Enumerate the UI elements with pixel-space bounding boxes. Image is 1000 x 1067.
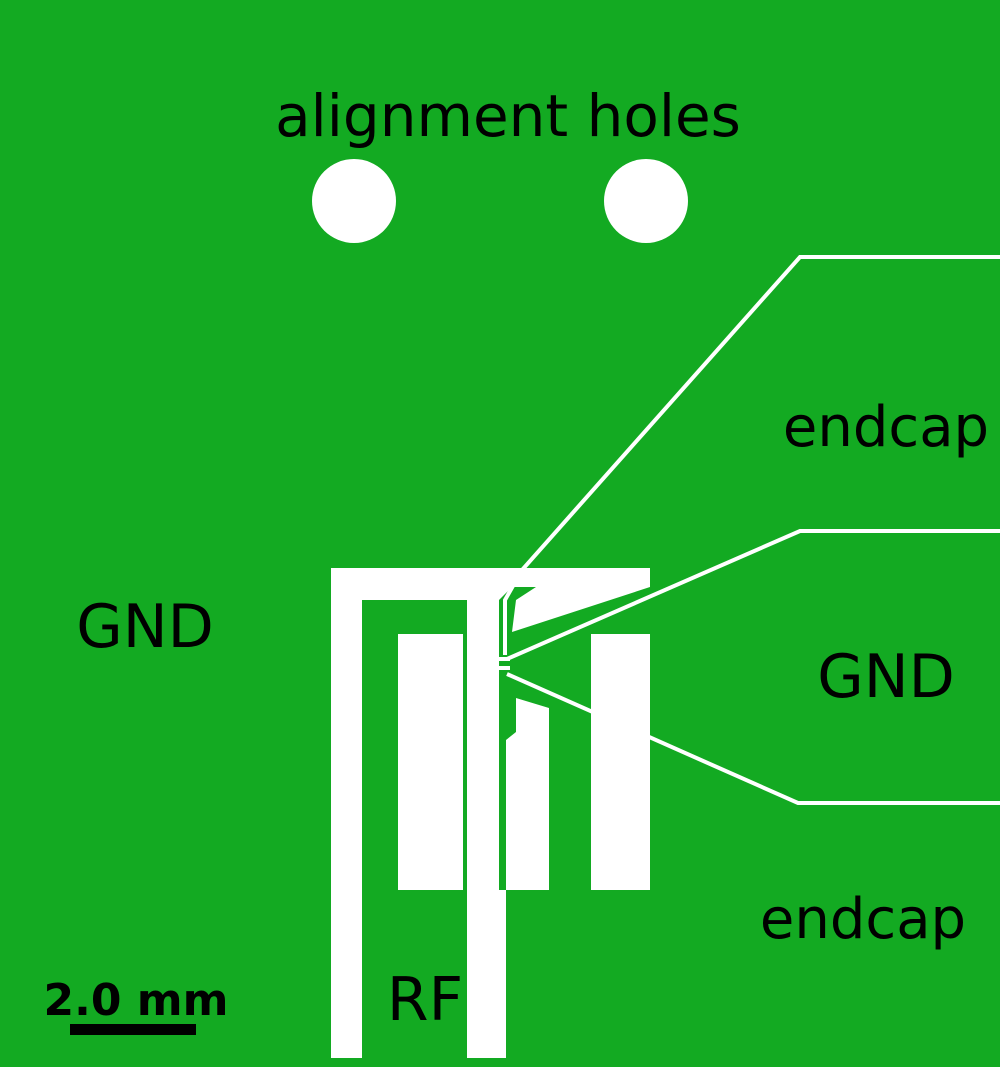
rf-center-trace-gap (499, 890, 506, 1058)
alignment-hole-left (312, 159, 396, 243)
rf-inner-slot-middle (506, 698, 549, 890)
alignment-holes (312, 159, 688, 243)
gnd-left-label: GND (76, 592, 214, 662)
gnd-trace-lower (506, 672, 1000, 805)
rf-label: RF (387, 965, 463, 1035)
gnd-trace-upper (506, 529, 1000, 661)
alignment-hole-right (604, 159, 688, 243)
endcap-top-trace (503, 255, 1000, 655)
rf-inner-slot-left (398, 634, 463, 890)
rf-electrode-cutout (331, 568, 650, 1058)
endcap-bottom-label: endcap (760, 887, 966, 952)
scale-bar-line (70, 1024, 196, 1035)
rf-electrode-slot (331, 568, 650, 1058)
endcap-top-label: endcap (783, 395, 989, 460)
rf-inner-slot-right (591, 634, 650, 890)
gnd-right-label: GND (817, 642, 955, 712)
alignment-holes-label: alignment holes (275, 82, 741, 150)
electrode-traces (484, 255, 1000, 805)
scale-bar: 2.0 mm (44, 975, 229, 1035)
scale-bar-label: 2.0 mm (44, 975, 229, 1026)
